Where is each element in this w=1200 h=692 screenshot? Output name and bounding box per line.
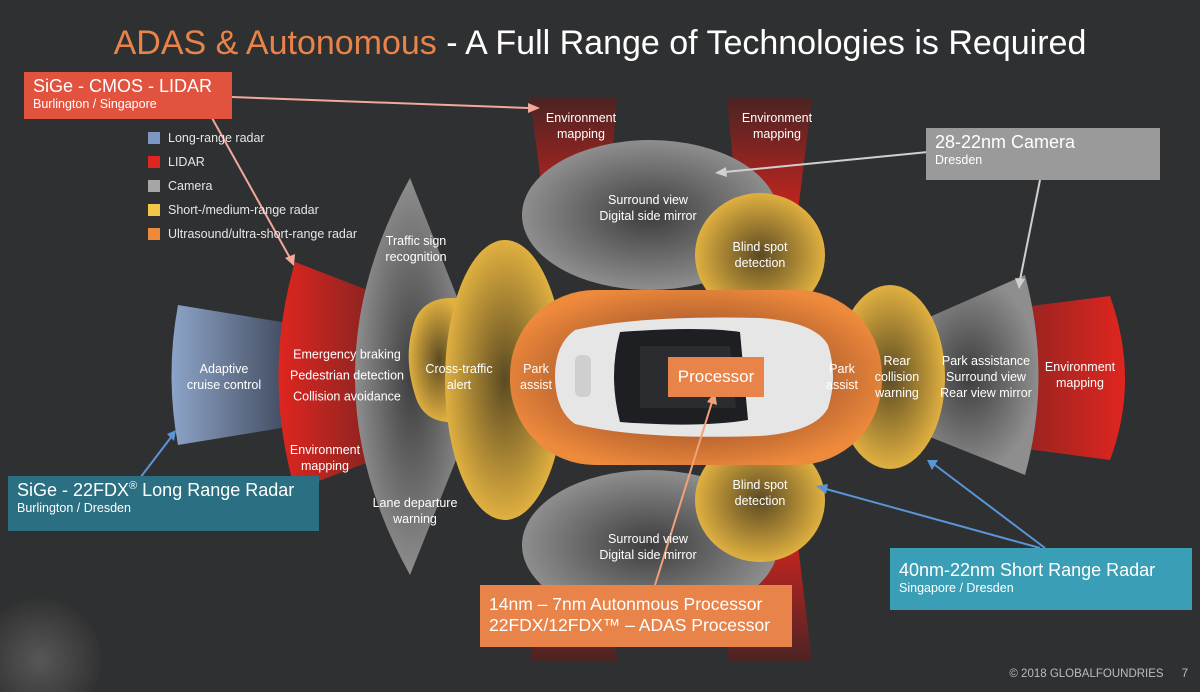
- callout-lidar: SiGe - CMOS - LIDAR Burlington / Singapo…: [24, 72, 232, 119]
- legend-label: Ultrasound/ultra-short-range radar: [168, 227, 357, 241]
- legend-item-camera: Camera: [148, 174, 357, 198]
- short-radar-left-big-zone: [445, 240, 565, 520]
- callout-main: 28-22nm Camera: [935, 132, 1076, 152]
- swatch-icon: [148, 132, 160, 144]
- callout-sub: Burlington / Singapore: [33, 97, 157, 111]
- callout-short-range-radar: 40nm-22nm Short Range Radar Singapore / …: [890, 548, 1192, 610]
- callout-line2: 22FDX/12FDX™ – ADAS Processor: [489, 615, 771, 635]
- legend-item-ultrasound: Ultrasound/ultra-short-range radar: [148, 222, 357, 246]
- camera-arrow-right: [1019, 179, 1041, 281]
- callout-line1: 14nm – 7nm Autonmous Processor: [489, 594, 763, 614]
- callout-main-rest: Long Range Radar: [137, 480, 295, 500]
- title-rest: - A Full Range of Technologies is Requir…: [436, 24, 1087, 62]
- short-radar-top-right-zone: [695, 193, 825, 317]
- camera-arrow-top: [724, 151, 929, 173]
- callout-sub: Burlington / Dresden: [17, 501, 131, 515]
- callout-long-range-radar: SiGe - 22FDX® Long Range Radar Burlingto…: [8, 476, 319, 531]
- callout-sub: Singapore / Dresden: [899, 581, 1014, 595]
- lidar-arrow-top: [231, 96, 529, 109]
- page-title: ADAS & Autonomous - A Full Range of Tech…: [0, 24, 1200, 63]
- swatch-icon: [148, 156, 160, 168]
- lidar-arrow-left: [211, 117, 291, 259]
- long-radar-arrow: [139, 435, 173, 479]
- legend-label: Short-/medium-range radar: [168, 203, 319, 217]
- legend: Long-range radar LIDAR Camera Short-/med…: [148, 126, 357, 246]
- legend-label: Long-range radar: [168, 131, 265, 145]
- legend-item-lidar: LIDAR: [148, 150, 357, 174]
- short-radar-arrow-1: [825, 488, 1041, 549]
- callout-main: SiGe - CMOS - LIDAR: [33, 76, 213, 96]
- callout-main-text: SiGe - 22FDX: [17, 480, 130, 500]
- callout-processor: 14nm – 7nm Autonmous Processor 22FDX/12F…: [480, 585, 792, 647]
- long-range-radar-zone: [171, 305, 300, 445]
- footer: © 2018 GLOBALFOUNDRIES 7: [991, 668, 1188, 680]
- legend-label: Camera: [168, 179, 213, 193]
- globe-decoration: [0, 598, 102, 692]
- processor-arrow: [654, 401, 713, 586]
- title-accent: ADAS & Autonomous: [113, 24, 437, 62]
- page-number: 7: [1181, 668, 1188, 680]
- callout-sub: Dresden: [935, 153, 983, 167]
- short-radar-bottom-right-zone: [695, 438, 825, 562]
- legend-label: LIDAR: [168, 155, 205, 169]
- processor-box: Processor: [668, 357, 764, 397]
- swatch-icon: [148, 180, 160, 192]
- callout-camera: 28-22nm Camera Dresden: [926, 128, 1160, 180]
- callout-main: SiGe - 22FDX® Long Range Radar: [17, 480, 310, 501]
- copyright: © 2018 GLOBALFOUNDRIES: [1009, 668, 1164, 680]
- legend-item-short-medium-radar: Short-/medium-range radar: [148, 198, 357, 222]
- legend-item-long-range-radar: Long-range radar: [148, 126, 357, 150]
- registered-mark: ®: [129, 480, 138, 492]
- swatch-icon: [148, 228, 160, 240]
- short-radar-arrow-2: [934, 464, 1046, 549]
- callout-main: 40nm-22nm Short Range Radar: [899, 560, 1156, 580]
- swatch-icon: [148, 204, 160, 216]
